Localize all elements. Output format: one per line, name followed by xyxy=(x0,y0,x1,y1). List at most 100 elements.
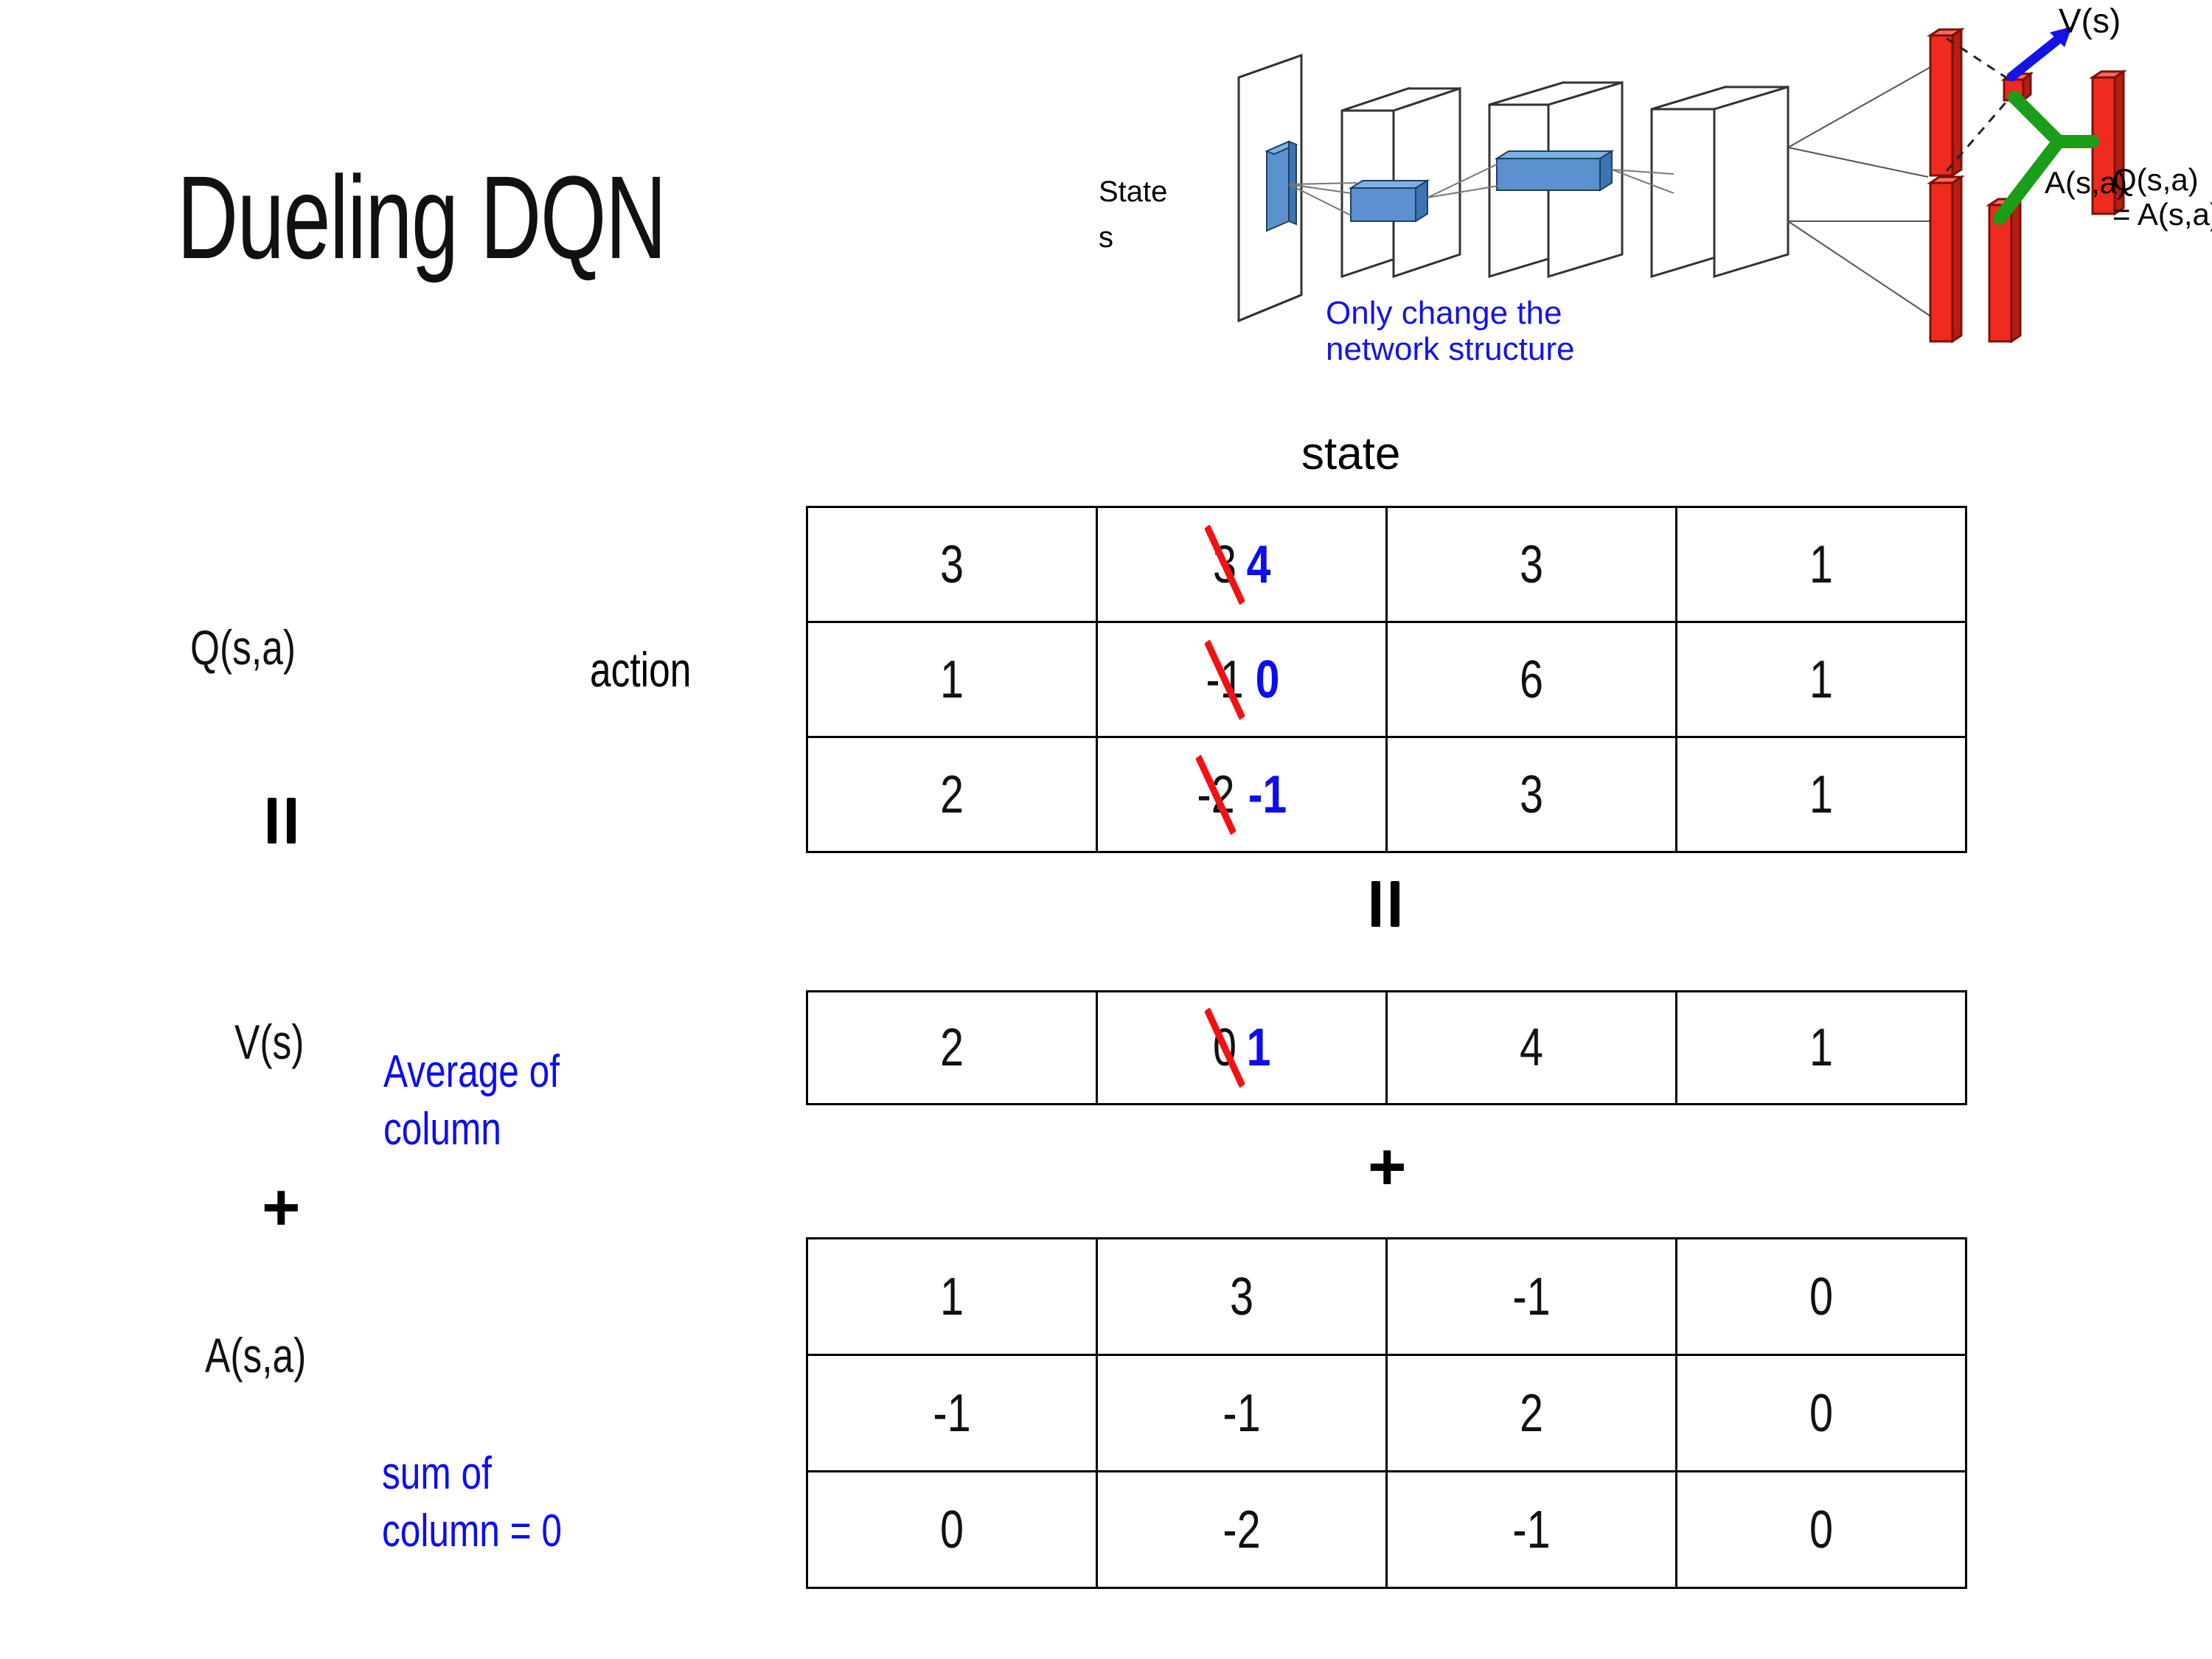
table-cell: 2 xyxy=(1385,1354,1677,1472)
diagram-q-line2: = A(s,a)+V(s) xyxy=(2112,197,2212,232)
table-cell: 0 xyxy=(1675,1237,1967,1356)
plus-sign-left: + xyxy=(262,1171,301,1245)
cell-value: 2 xyxy=(1519,1383,1544,1443)
corrected-cell: -2-1 xyxy=(1192,754,1291,835)
cell-value: -2 xyxy=(1222,1500,1261,1559)
cell-value: 2 xyxy=(939,1018,964,1077)
cell-value: 1 xyxy=(1809,535,1834,594)
diagram-note-line2: network structure xyxy=(1326,331,1575,368)
diagram-state-label: State xyxy=(1099,175,1168,208)
table-cell: 0 xyxy=(1675,1470,1967,1589)
table-cell: 2 xyxy=(806,736,1098,853)
corrected-value: -1 xyxy=(1248,765,1287,824)
cell-value: 1 xyxy=(939,1267,964,1326)
table-cell: 3 xyxy=(806,506,1098,623)
cell-value: -1 xyxy=(933,1383,971,1443)
cell-value: 1 xyxy=(1809,650,1834,709)
cell-value: 6 xyxy=(1519,650,1544,709)
cell-value: 1 xyxy=(1809,765,1834,824)
diagram-a-output-label: A(s,a) xyxy=(2045,165,2128,200)
table-cell: 3 xyxy=(1385,506,1677,623)
cell-value: 1 xyxy=(939,650,964,709)
red-strikethrough-icon xyxy=(1204,1007,1245,1088)
cell-value: 2 xyxy=(939,765,964,824)
table-cell: -2 xyxy=(1096,1470,1388,1589)
table-cell: 4 xyxy=(1385,990,1677,1105)
equals-sign-middle xyxy=(1366,881,1408,927)
table-cell: 2 xyxy=(806,990,1098,1105)
old-value: -1 xyxy=(1204,639,1245,720)
table-cell: 6 xyxy=(1385,621,1677,738)
table-cell: -1 xyxy=(806,1354,1098,1472)
cell-value: 3 xyxy=(1519,765,1544,824)
table-cell: -2-1 xyxy=(1096,736,1388,853)
equals-sign-left xyxy=(262,798,305,844)
diagram-v-output-label: V(s) xyxy=(2059,1,2121,40)
table-row: 1 3 -1 0 xyxy=(806,1237,1967,1356)
q-function-label: Q(s,a) xyxy=(190,620,296,675)
network-diagram-svg xyxy=(1237,27,2127,344)
cell-value: 3 xyxy=(939,535,964,594)
table-cell: -1 xyxy=(1385,1470,1677,1589)
old-value: -2 xyxy=(1195,754,1237,835)
table-row: 2 -2-1 3 1 xyxy=(806,736,1967,853)
corrected-value: 1 xyxy=(1246,1018,1271,1077)
table-cell: 1 xyxy=(1675,621,1967,738)
cell-value: 0 xyxy=(939,1500,964,1559)
table-cell: 3 xyxy=(1096,1237,1388,1356)
cell-value: -1 xyxy=(1512,1500,1551,1559)
cell-value: -1 xyxy=(1222,1383,1261,1443)
diagram-q-output-label: Q(s,a) = A(s,a)+V(s) xyxy=(2112,162,2212,232)
table-cell: 1 xyxy=(806,621,1098,738)
average-note-line2: column xyxy=(383,1103,501,1155)
table-cell: 1 xyxy=(1675,736,1967,853)
cell-value: 3 xyxy=(1229,1267,1254,1326)
cell-value: 1 xyxy=(1809,1018,1834,1077)
corrected-value: 4 xyxy=(1246,535,1271,594)
state-axis-header: state xyxy=(1301,428,1401,479)
diagram-note-text: Only change the network structure xyxy=(1326,295,1574,368)
sum-of-column-note: sum of column = 0 xyxy=(382,1445,562,1559)
cell-value: 0 xyxy=(1809,1267,1834,1326)
page-title: Dueling DQN xyxy=(177,151,667,283)
table-cell: 3 xyxy=(1385,736,1677,853)
old-value: 3 xyxy=(1204,524,1245,605)
cell-value: 3 xyxy=(1519,535,1544,594)
dueling-network-diagram: State s Only change the network structur… xyxy=(1091,0,2212,413)
cell-value: 4 xyxy=(1519,1018,1544,1077)
table-cell: 0 xyxy=(806,1470,1098,1589)
table-cell: 1 xyxy=(806,1237,1098,1356)
diagram-q-line1: Q(s,a) xyxy=(2112,162,2199,197)
table-cell: -1 xyxy=(1385,1237,1677,1356)
table-cell: 1 xyxy=(1675,506,1967,623)
cell-value: -1 xyxy=(1512,1267,1551,1326)
cell-value: 0 xyxy=(1809,1500,1834,1559)
sum-note-line2: column = 0 xyxy=(382,1505,563,1557)
table-row: 0 -2 -1 0 xyxy=(806,1470,1967,1589)
average-note-line1: Average of xyxy=(383,1046,560,1097)
diagram-state-symbol: s xyxy=(1099,221,1113,254)
sum-note-line1: sum of xyxy=(382,1448,492,1499)
v-function-label: V(s) xyxy=(234,1015,305,1069)
action-axis-header: action xyxy=(590,642,692,697)
red-strikethrough-icon xyxy=(1204,524,1245,605)
corrected-value: 0 xyxy=(1255,650,1280,709)
red-strikethrough-icon xyxy=(1204,639,1245,720)
old-value: 0 xyxy=(1204,1007,1245,1088)
a-function-label: A(s,a) xyxy=(205,1328,307,1382)
table-cell: 1 xyxy=(1675,990,1967,1105)
